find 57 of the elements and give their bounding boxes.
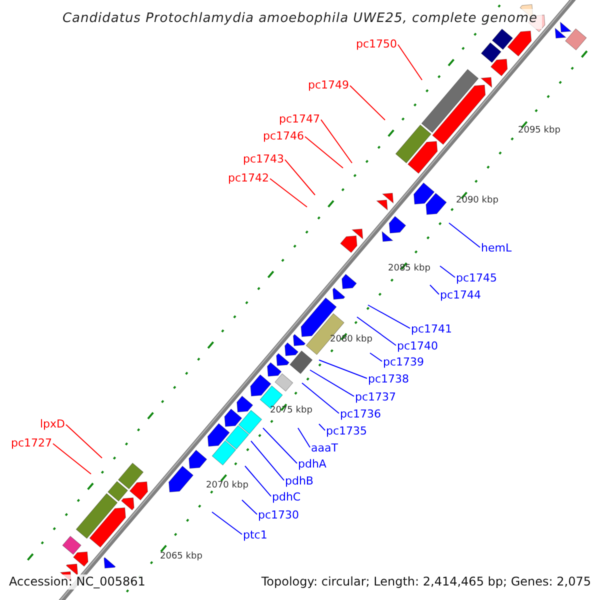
scale-label: 2065 kbp	[160, 552, 202, 562]
gene-label: pc1735	[326, 424, 368, 438]
leader-line	[284, 159, 316, 196]
leader-line	[370, 352, 382, 362]
gene-label: pdhA	[298, 458, 326, 470]
leader-line	[262, 428, 298, 464]
leader-line	[310, 370, 354, 397]
leader-line	[66, 424, 102, 458]
gene-label: pc1730	[258, 508, 300, 522]
gene-label: pc1741	[411, 322, 452, 336]
leader-line	[318, 360, 368, 379]
leader-line	[304, 136, 344, 168]
gene-label: lpxD	[40, 418, 65, 430]
leader-line	[298, 428, 310, 448]
leader-line	[52, 443, 92, 474]
leader-line	[242, 500, 258, 515]
leader-line	[250, 440, 284, 481]
leader-line	[356, 316, 396, 346]
leader-line	[318, 424, 326, 431]
gene-label: aaaT	[311, 442, 338, 454]
scale-label: 2085 kbp	[388, 264, 430, 274]
scale-label: 2070 kbp	[206, 480, 248, 492]
scale-label: 2090 kbp	[456, 196, 498, 206]
leader-line	[430, 284, 440, 295]
leader-line	[440, 266, 456, 278]
gene-label: pc1745	[456, 272, 498, 284]
gene-label: pdhC	[272, 490, 301, 504]
gene-label: pc1744	[440, 288, 482, 302]
leader-line	[398, 44, 422, 80]
gene-label: pc1736	[340, 408, 382, 420]
gene-label: pc1746	[262, 130, 304, 142]
leader-line	[302, 382, 340, 414]
gene-label: hemL	[481, 242, 512, 254]
leader-line	[244, 466, 272, 497]
leader-line	[270, 178, 308, 208]
gene-label: pc1749	[308, 78, 349, 92]
gene-label: pc1738	[368, 372, 410, 386]
accession-text: Accession: NC_005861	[8, 574, 146, 590]
leader-line	[368, 304, 410, 329]
gene-label: pc1743	[242, 152, 284, 166]
gene-label: pc1747	[278, 112, 320, 126]
genome-stats-text: Topology: circular; Length: 2,414,465 bp; Genes: 2,075	[260, 574, 592, 590]
scale-label: 2095 kbp	[518, 126, 560, 136]
scale-label: 2080 kbp	[330, 334, 372, 346]
gene-label: pc1742	[228, 172, 269, 184]
gene-label: pc1740	[397, 340, 438, 352]
leader-line	[212, 512, 242, 535]
leader-line	[448, 222, 480, 248]
scale-label: 2075 kbp	[270, 406, 312, 416]
gene-label: pc1737	[355, 390, 396, 404]
gene-label: pdhB	[285, 474, 314, 488]
leader-line	[320, 119, 352, 164]
leader-line	[350, 85, 386, 120]
gene-label: pc1727	[10, 436, 52, 450]
gene-label: pc1739	[383, 356, 424, 368]
gene-label: ptc1	[243, 528, 268, 542]
gene-label: pc1750	[356, 38, 397, 50]
